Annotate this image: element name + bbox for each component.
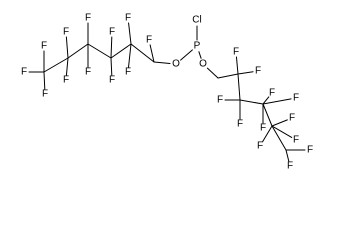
atom-label-oxygen-right: O: [199, 59, 207, 70]
bond-L5-F8: [65, 57, 69, 76]
bond-R2-F13: [235, 56, 239, 75]
atom-label-chlorine: Cl: [192, 15, 201, 26]
bond-R2-F14: [237, 71, 254, 75]
atom-label-fluorine-15: F: [217, 95, 223, 106]
bond-P-OL: [180, 49, 193, 61]
atom-label-fluorine-19: F: [293, 93, 299, 104]
bond-R4-F17: [262, 96, 270, 105]
atom-label-fluorine-2: F: [125, 67, 131, 78]
bond-R5-F22: [271, 125, 293, 138]
bond-R4-F19: [262, 98, 292, 105]
atom-label-fluorine-17: F: [269, 88, 275, 99]
bond-L3-F3: [110, 36, 113, 59]
bond-L5-F7: [65, 36, 69, 59]
atom-label-fluorine-18: F: [260, 123, 266, 134]
bond-R3-R4: [239, 99, 264, 105]
atom-label-fluorine-22: F: [293, 135, 299, 146]
bond-L1-L2: [130, 43, 155, 63]
atom-label-fluorine-5: F: [85, 13, 91, 24]
bond-R5-F20: [271, 119, 288, 127]
atom-label-fluorine-24: F: [307, 145, 313, 156]
bond-R6-F23: [285, 149, 290, 162]
atom-label-fluorine-7: F: [63, 27, 69, 38]
bond-L2-L3: [110, 43, 132, 59]
atom-label-fluorine-8: F: [63, 75, 69, 86]
atom-label-fluorine-4: F: [109, 75, 115, 86]
bond-R4-R5: [262, 103, 273, 127]
bond-R2-R3: [237, 73, 241, 101]
atom-label-oxygen-left: O: [172, 59, 180, 70]
atom-label-fluorine-12: F: [146, 35, 152, 46]
atom-label-fluorine-16: F: [237, 119, 243, 130]
bond-L1-F12: [149, 44, 155, 63]
atom-label-fluorine-14: F: [255, 66, 261, 77]
bond-P-OR: [198, 51, 202, 59]
atom-label-phosphorus: P: [194, 41, 201, 52]
bond-L4-L5: [67, 43, 89, 59]
atom-label-fluorine-10: F: [21, 67, 27, 78]
atom-label-fluorine-11: F: [42, 89, 48, 100]
bond-R5-R6: [271, 125, 287, 151]
bond-L2-F1: [128, 22, 132, 45]
bond-L3-L4: [87, 43, 112, 59]
bond-layer: [28, 22, 306, 162]
atom-label-fluorine-6: F: [85, 67, 91, 78]
bond-L2-F2: [128, 43, 132, 68]
bond-R1-R2: [217, 73, 239, 79]
bond-OR-R1: [206, 67, 219, 79]
bond-R5-F21: [262, 125, 273, 143]
atom-label-fluorine-20: F: [289, 113, 295, 124]
atom-label-fluorine-9: F: [41, 41, 47, 52]
bond-OL-L1: [153, 61, 171, 64]
atom-label-fluorine-21: F: [257, 141, 263, 152]
atom-label-fluorine-3: F: [109, 27, 115, 38]
bond-L5-L6: [43, 57, 69, 73]
bond-L3-F4: [110, 57, 113, 76]
bond-L6-F11: [43, 71, 46, 90]
atom-label-fluorine-1: F: [125, 13, 131, 24]
atom-label-fluorine-23: F: [287, 161, 293, 172]
atom-label-fluorine-13: F: [233, 47, 239, 58]
